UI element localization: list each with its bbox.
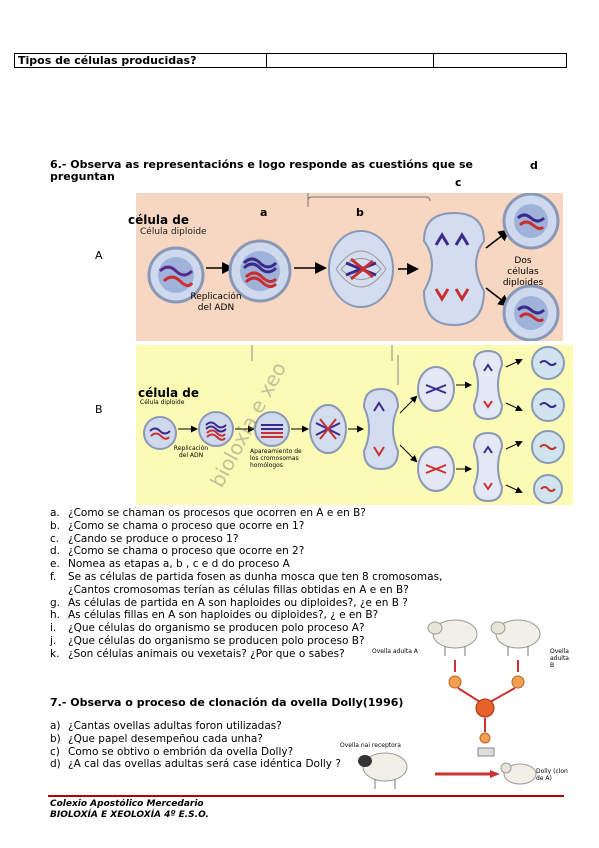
question-text: Nomea as etapas a, b , c e d do proceso …: [68, 558, 290, 571]
question-item: c) Como se obtivo o embrión da ovella Dol…: [50, 746, 380, 759]
question-item: j. ¿Que células do organismo se producen …: [50, 635, 450, 648]
question-key: c): [50, 745, 60, 758]
question-key: b): [50, 732, 61, 745]
table-cell-empty-2: [433, 53, 567, 68]
dolly-label: Dolly (clon de A): [536, 768, 568, 782]
question-text: ¿Que células do organismo se producen po…: [68, 634, 365, 647]
question-6-list: a. ¿Como se chaman os procesos que ocorre…: [50, 507, 450, 661]
dolly-cloning-diagram: Ovella adulta A Ovella adulta B Ovella n…: [340, 612, 570, 792]
question-key: a): [50, 720, 61, 732]
question-text: ¿Cando se produce o proceso 1?: [68, 532, 239, 545]
question-6-heading: 6.- Observa as representacións e logo re…: [50, 158, 474, 183]
question-key: a.: [50, 507, 60, 519]
table-row-label: Tipos de células producidas?: [14, 53, 267, 68]
question-key: h.: [50, 609, 60, 622]
dna-replication-label-b: Replicación del ADN: [173, 445, 209, 459]
footer-rule: [48, 795, 564, 797]
sheep-c-label: Ovella nai receptora: [340, 742, 401, 749]
question-text: ¿Son células animais ou vexetais? ¿Por q…: [68, 647, 345, 660]
stage-label-b: b: [356, 206, 364, 219]
stage-label-d: d: [530, 159, 538, 172]
question-item: b. ¿Como se chama o proceso que ocorre en…: [50, 520, 450, 533]
sheep-a-icon: [427, 619, 478, 656]
cell-type-label-b: célula de: [138, 386, 200, 400]
question-7-heading: 7.- Observa o proceso de clonación da ov…: [50, 696, 404, 709]
meiosis-diagram: [143, 345, 565, 504]
question-item: g. As células de partida en A son haploid…: [50, 597, 450, 610]
question-item: a) ¿Cantas ovellas adultas foron utilizad…: [50, 720, 380, 733]
question-item: c. ¿Cando se produce o proceso 1?: [50, 533, 450, 546]
question-7-list: a) ¿Cantas ovellas adultas foron utilizad…: [50, 720, 380, 771]
question-text: ¿A cal das ovellas adultas será case idé…: [68, 758, 341, 771]
dolly-sheep-icon: [500, 762, 537, 785]
question-key: g.: [50, 596, 61, 609]
question-text: As células de partida en A son haploides…: [68, 596, 408, 609]
question-item: h. As células fillas en A son haploides o…: [50, 609, 450, 622]
question-key: k.: [50, 647, 60, 660]
stage-label-c: c: [455, 176, 462, 189]
homologous-pairing-label: Apareamiento de los cromosomas homólogos: [250, 448, 302, 469]
question-text: ¿Como se chaman os procesos que ocorren …: [68, 507, 366, 519]
question-text: As células fillas en A son haploides ou …: [68, 609, 379, 622]
question-item: b) ¿Que papel desempeñou cada unha?: [50, 733, 380, 746]
mitosis-diagram: [147, 192, 560, 342]
question-text: Se as células de partida fosen as dunha …: [68, 570, 443, 596]
question-text: Como se obtivo o embrión da ovella Dolly…: [68, 745, 294, 758]
cloning-illustration: [358, 619, 541, 789]
question-key: f.: [50, 570, 57, 583]
sheep-b-icon: [490, 619, 541, 656]
question-item: i. ¿Que células do organismo se producen …: [50, 622, 450, 635]
sheep-receptor-icon: [358, 752, 408, 789]
question-key: d): [50, 758, 61, 771]
question-key: d.: [50, 545, 61, 558]
question-item: d) ¿A cal das ovellas adultas será case i…: [50, 758, 380, 771]
question-text: ¿Que papel desempeñou cada unha?: [68, 732, 263, 745]
cell-type-label-a: célula de: [128, 213, 190, 227]
question-key: j.: [50, 634, 57, 647]
row-label-b: B: [95, 403, 103, 416]
question-key: c.: [50, 532, 60, 545]
question-item: k. ¿Son células animais ou vexetais? ¿Por…: [50, 648, 450, 661]
diagram-panel-b: [136, 345, 573, 505]
question-key: i.: [50, 622, 57, 635]
diagram-panel-a: [136, 192, 563, 342]
question-item: f. Se as células de partida fosen as dunh…: [50, 571, 450, 597]
sheep-b-label: Ovella adulta B: [550, 648, 569, 669]
row-label-a: A: [95, 249, 103, 262]
question-text: ¿Como se chama o proceso que ocorre en 1…: [68, 519, 305, 532]
two-diploid-label: Dos células diploides: [502, 256, 544, 288]
footer-school: Colexio Apostólico Mercedario: [50, 799, 204, 809]
question-item: e. Nomea as etapas a, b , c e d do proces…: [50, 558, 450, 571]
sheep-a-label: Ovella adulta A: [372, 648, 418, 655]
footer-course: BIOLOXÍA E XEOLOXÍA 4º E.S.O.: [50, 810, 209, 820]
question-key: b.: [50, 519, 61, 532]
cell-types-table: Tipos de células producidas?: [14, 53, 567, 68]
dna-replication-label: Replicación del ADN: [190, 292, 242, 313]
table-cell-empty-1: [266, 53, 434, 68]
question-key: e.: [50, 558, 60, 571]
question-text: ¿Que células do organismo se producen po…: [68, 622, 365, 635]
question-text: ¿Cantas ovellas adultas foron utilizadas…: [68, 720, 282, 732]
diploid-cell-label-b: Célula diploide: [140, 399, 185, 406]
stage-label-a: a: [260, 206, 268, 219]
question-text: ¿Como se chama o proceso que ocorre en 2…: [68, 545, 305, 558]
question-item: d. ¿Como se chama o proceso que ocorre en…: [50, 545, 450, 558]
diploid-cell-label: Célula diploide: [140, 227, 207, 237]
question-item: a. ¿Como se chaman os procesos que ocorre…: [50, 507, 450, 520]
